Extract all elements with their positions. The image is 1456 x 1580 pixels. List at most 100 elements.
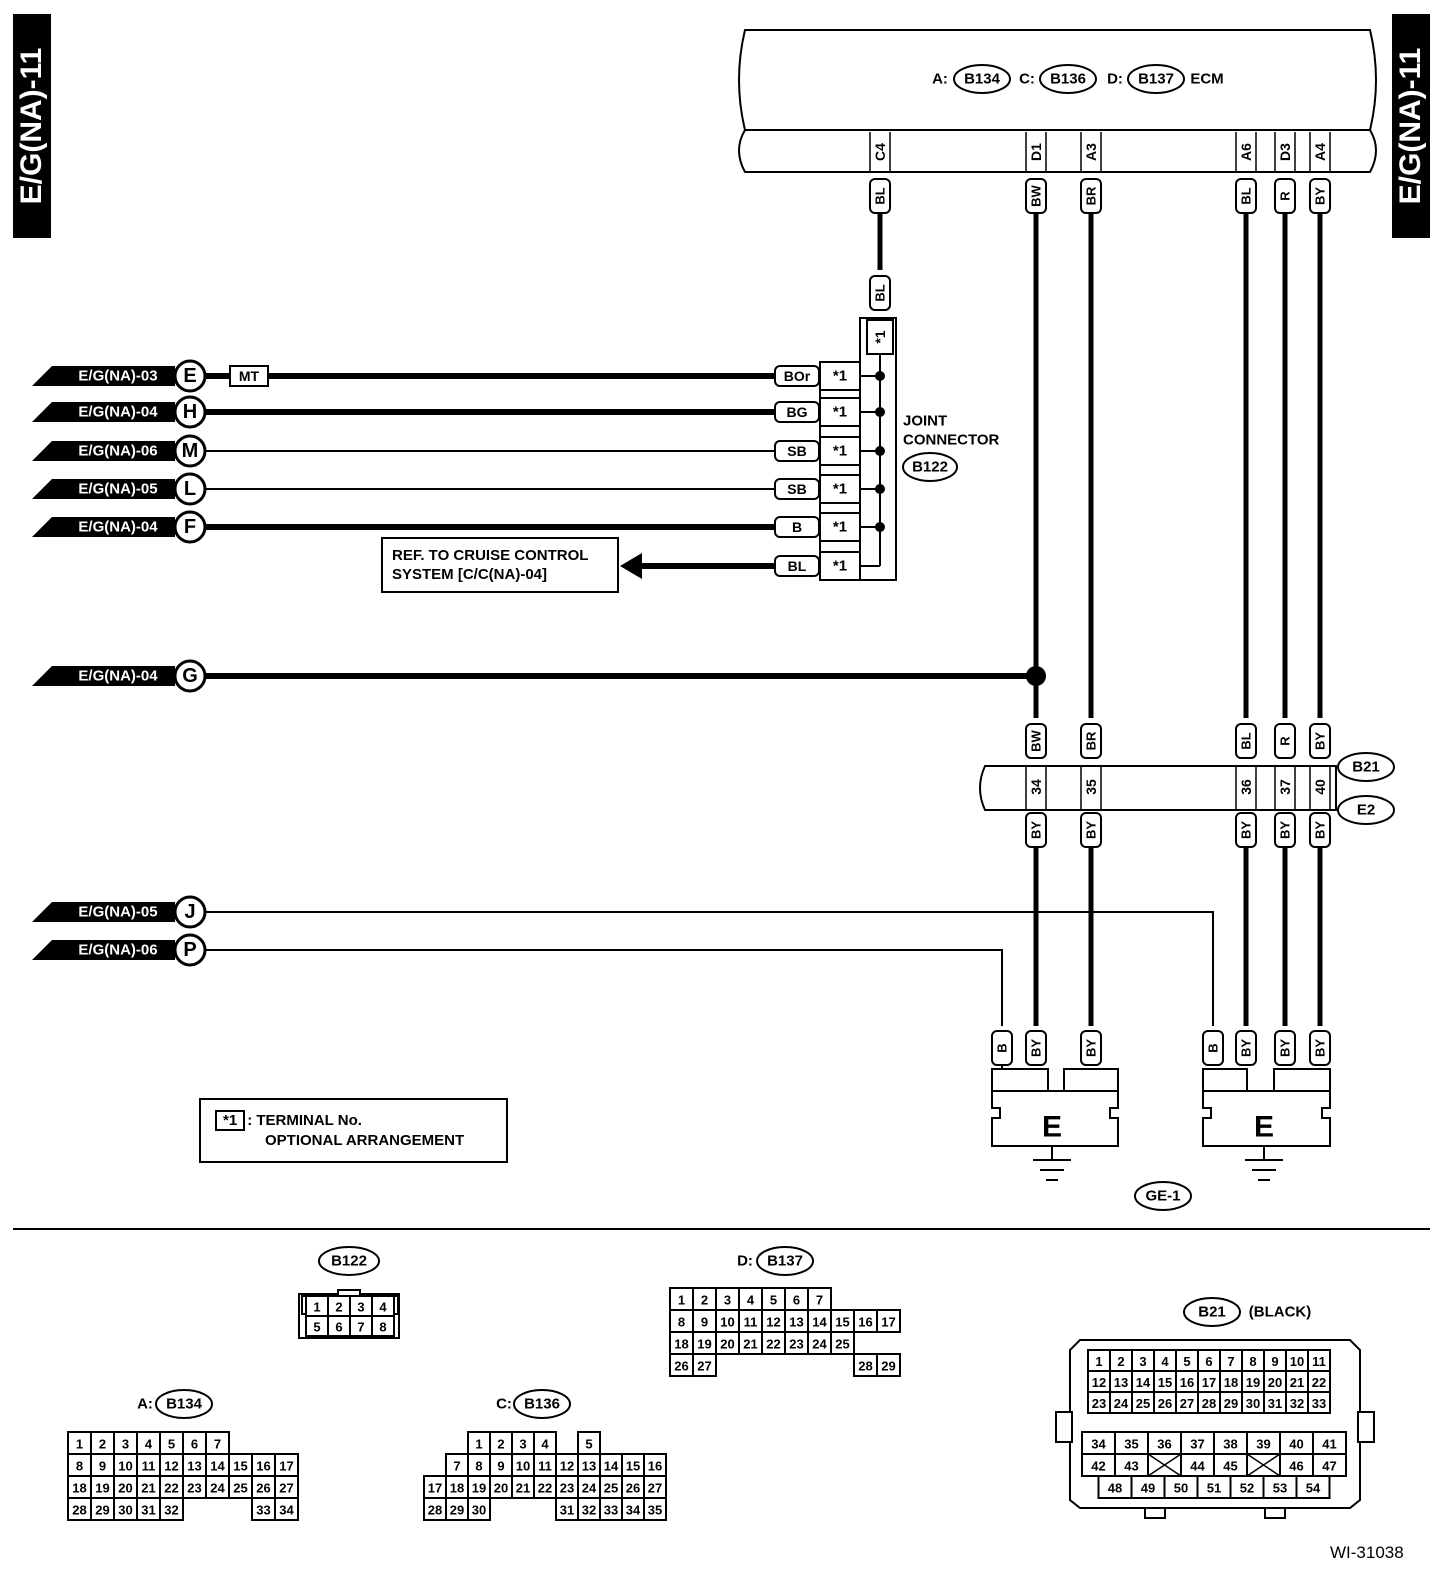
conn-b21-upper-pin-18: 18 [1224, 1375, 1238, 1390]
cruise-arrow [620, 553, 642, 579]
conn-b137-pin-28: 28 [858, 1359, 872, 1374]
conn-b21-pin-34: 34 [1091, 1437, 1106, 1452]
conn-b136-pin-13: 13 [582, 1459, 596, 1474]
ecm-name: ECM [1190, 71, 1223, 88]
ground-ref-oval [1134, 1181, 1192, 1211]
relay-top-wire-37-tag [1274, 723, 1296, 759]
joint-wire-L: SB [787, 481, 806, 497]
conn-b136-pin-19: 19 [472, 1481, 486, 1496]
conn-b21-upper-pin-10: 10 [1290, 1354, 1304, 1369]
conn-b136-pin-23: 23 [560, 1481, 574, 1496]
wire-J [205, 911, 1214, 1026]
input-L-ref: E/G(NA)-05 [78, 481, 157, 498]
ground-left-wire-1-tag [1025, 1030, 1047, 1066]
conn-b21-upper-pin-9: 9 [1271, 1354, 1278, 1369]
conn-b136-prefix: C: [496, 1396, 512, 1413]
input-P-arrow [32, 940, 175, 960]
conn-b137-pin-25: 25 [835, 1337, 849, 1352]
conn-b137-pin-18: 18 [674, 1337, 688, 1352]
relay-bottom-wire-34-tag [1025, 812, 1047, 848]
relay-bottom-wire-40-tag [1309, 812, 1331, 848]
ecm-wire-A6: BL [1239, 187, 1254, 204]
joint-pin-box [819, 361, 861, 391]
relay-top-wire-40-tag [1309, 723, 1331, 759]
conn-b134-pin-12: 12 [164, 1459, 178, 1474]
conn-b21-pin-35: 35 [1124, 1437, 1138, 1452]
joint-pin-star: *1 [833, 404, 847, 421]
conn-b136-pin-17: 17 [428, 1481, 442, 1496]
conn-b136-pin-4: 4 [541, 1437, 549, 1452]
conn-b21-upper-pin-15: 15 [1158, 1375, 1172, 1390]
conn-b137-pin-20: 20 [720, 1337, 734, 1352]
conn-b137-pin-14: 14 [812, 1315, 827, 1330]
conn-b21-upper-pin-29: 29 [1224, 1396, 1238, 1411]
ground-left-body [991, 1090, 1119, 1147]
ground-right-label: E [1254, 1111, 1274, 1144]
conn-b21-pin-44: 44 [1190, 1459, 1205, 1474]
conn-b134-pin-34: 34 [279, 1503, 294, 1518]
drawing-code: WI-31038 [1330, 1543, 1404, 1562]
conn-b134-title: B134 [166, 1396, 203, 1413]
conn-b137-cell [876, 1353, 901, 1377]
conn-b136-pin-29: 29 [450, 1503, 464, 1518]
conn-b134-pin-27: 27 [279, 1481, 293, 1496]
conn-b136-title: B136 [524, 1396, 560, 1413]
conn-b21-upper-pin-33: 33 [1312, 1396, 1326, 1411]
conn-b21-title: B21 [1198, 1304, 1226, 1321]
conn-b134-pin-14: 14 [210, 1459, 225, 1474]
conn-b136-pin-22: 22 [538, 1481, 552, 1496]
conn-b21-upper-pin-30: 30 [1246, 1396, 1260, 1411]
joint-pin-star: *1 [833, 443, 847, 460]
relay-bottom-wire-34: BY [1029, 821, 1044, 839]
conn-b134-pin-7: 7 [214, 1437, 221, 1452]
conn-b137-title: B137 [767, 1253, 803, 1270]
conn-b134-pin-6: 6 [191, 1437, 198, 1452]
conn-b134-pin-2: 2 [99, 1437, 106, 1452]
input-E-letter: E [183, 365, 196, 387]
side-tab-left: E/G(NA)-11 [13, 14, 51, 238]
conn-b136-pin-7: 7 [453, 1459, 460, 1474]
conn-b134-pin-13: 13 [187, 1459, 201, 1474]
ecm-wire-A3: BR [1084, 186, 1099, 205]
conn-b21-upper-pin-17: 17 [1202, 1375, 1216, 1390]
conn-b122-pin-6: 6 [335, 1320, 342, 1335]
relay-top-wire-35: BR [1084, 731, 1099, 750]
conn-b136-pin-35: 35 [648, 1503, 662, 1518]
conn-b137-pin-15: 15 [835, 1315, 849, 1330]
conn-b21-pin-38: 38 [1223, 1437, 1237, 1452]
conn-b137-pin-21: 21 [743, 1337, 757, 1352]
conn-b137-pin-19: 19 [697, 1337, 711, 1352]
conn-b136-pin-34: 34 [626, 1503, 641, 1518]
relay-pin-37: 37 [1277, 779, 1293, 795]
relay-conn-bottom: E2 [1357, 802, 1375, 819]
joint-conn: B122 [912, 459, 948, 476]
input-G-letter: G [182, 665, 198, 687]
ecm-pin-A3: A3 [1083, 143, 1099, 161]
ecm-pin-C4: C4 [872, 143, 888, 161]
ground-right-wire-1-tag [1235, 1030, 1257, 1066]
conn-b21-pin-53: 53 [1273, 1481, 1287, 1496]
conn-b137-pin-9: 9 [701, 1315, 708, 1330]
conn-b21-pin-51: 51 [1207, 1481, 1221, 1496]
conn-b122-pin-1: 1 [313, 1300, 320, 1315]
conn-b134-pin-1: 1 [76, 1437, 83, 1452]
conn-b136-pin-11: 11 [538, 1459, 552, 1474]
conn-b136-pin-2: 2 [497, 1437, 504, 1452]
joint-wire-H: BG [787, 404, 808, 420]
joint-pin-star: *1 [833, 481, 847, 498]
input-L-arrow [32, 479, 175, 499]
conn-b134-pin-17: 17 [279, 1459, 293, 1474]
ground-right-cap-b [1273, 1068, 1331, 1092]
conn-b137-pin-10: 10 [720, 1315, 734, 1330]
conn-b136-pin-10: 10 [516, 1459, 530, 1474]
input-J-ref: E/G(NA)-05 [78, 904, 157, 921]
conn-b21-blank-x [1147, 1453, 1182, 1477]
conn-b136-pin-5: 5 [585, 1437, 592, 1452]
mt-label: MT [239, 368, 260, 384]
ecm-pin-A4: A4 [1312, 143, 1328, 161]
conn-b134-pin-8: 8 [76, 1459, 83, 1474]
conn-b134-pin-32: 32 [164, 1503, 178, 1518]
ground-left-wire-0-tag [991, 1030, 1013, 1066]
conn-b137-pin-12: 12 [766, 1315, 780, 1330]
conn-b137-pin-17: 17 [881, 1315, 895, 1330]
